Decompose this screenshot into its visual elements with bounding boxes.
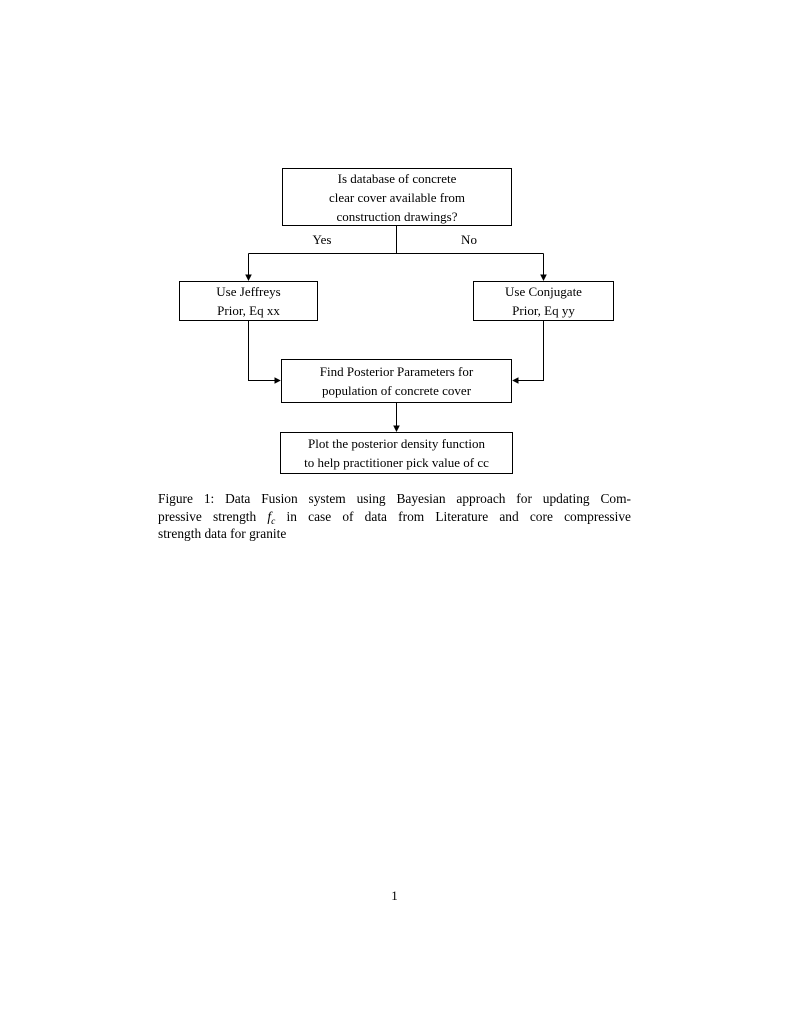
figure-caption-line-2: pressive strength fc in case of data fro… xyxy=(158,508,632,527)
posterior-parameters-box: Find Posterior Parameters for population… xyxy=(281,359,512,403)
math-subscript-c: c xyxy=(271,516,276,527)
decision-box: Is database of concrete clear cover avai… xyxy=(282,168,512,226)
decision-box-line: construction drawings? xyxy=(336,208,458,224)
conjugate-prior-box: Use Conjugate Prior, Eq yy xyxy=(473,281,614,321)
figure-caption-line-3: strength data for granite xyxy=(158,525,631,543)
jeffreys-prior-box-line: Prior, Eq xx xyxy=(217,303,280,318)
posterior-parameters-box-line: population of concrete cover xyxy=(321,383,472,398)
connector-jeffreys-to-posterior xyxy=(248,321,275,381)
figure-caption-text: pressive strength xyxy=(158,508,268,524)
decision-box-line: clear cover available from xyxy=(328,189,466,205)
arrowhead-conjugate-to-posterior xyxy=(512,377,519,384)
plot-density-box-line: Plot the posterior density function xyxy=(308,436,485,451)
figure-caption-text: strength data for granite xyxy=(158,526,287,542)
yes-branch-label: Yes xyxy=(312,232,332,247)
figure-caption: Figure 1: Data Fusion system using Bayes… xyxy=(158,490,631,543)
arrowhead-jeffreys-to-posterior xyxy=(274,377,281,384)
conjugate-prior-box-line: Prior, Eq yy xyxy=(512,303,575,318)
math-symbol-fc: f xyxy=(267,508,272,524)
plot-density-box-line: to help practitioner pick value of cc xyxy=(304,455,489,470)
no-branch-label: No xyxy=(461,232,477,247)
figure-caption-line-1: Figure 1: Data Fusion system using Bayes… xyxy=(158,490,631,508)
decision-box-line: Is database of concrete xyxy=(337,170,457,186)
posterior-parameters-box-line: Find Posterior Parameters for xyxy=(319,364,474,379)
plot-density-box: Plot the posterior density function to h… xyxy=(280,432,513,474)
figure-caption-text: Figure 1: Data Fusion system using Bayes… xyxy=(158,491,631,506)
jeffreys-prior-box-line: Use Jeffreys xyxy=(216,284,281,299)
connector-conjugate-to-posterior xyxy=(518,321,544,381)
figure-caption-text: in case of data from Literature and core… xyxy=(275,508,632,524)
jeffreys-prior-box: Use Jeffreys Prior, Eq xx xyxy=(179,281,318,321)
conjugate-prior-box-line: Use Conjugate xyxy=(505,284,582,299)
page-number: 1 xyxy=(391,888,398,903)
